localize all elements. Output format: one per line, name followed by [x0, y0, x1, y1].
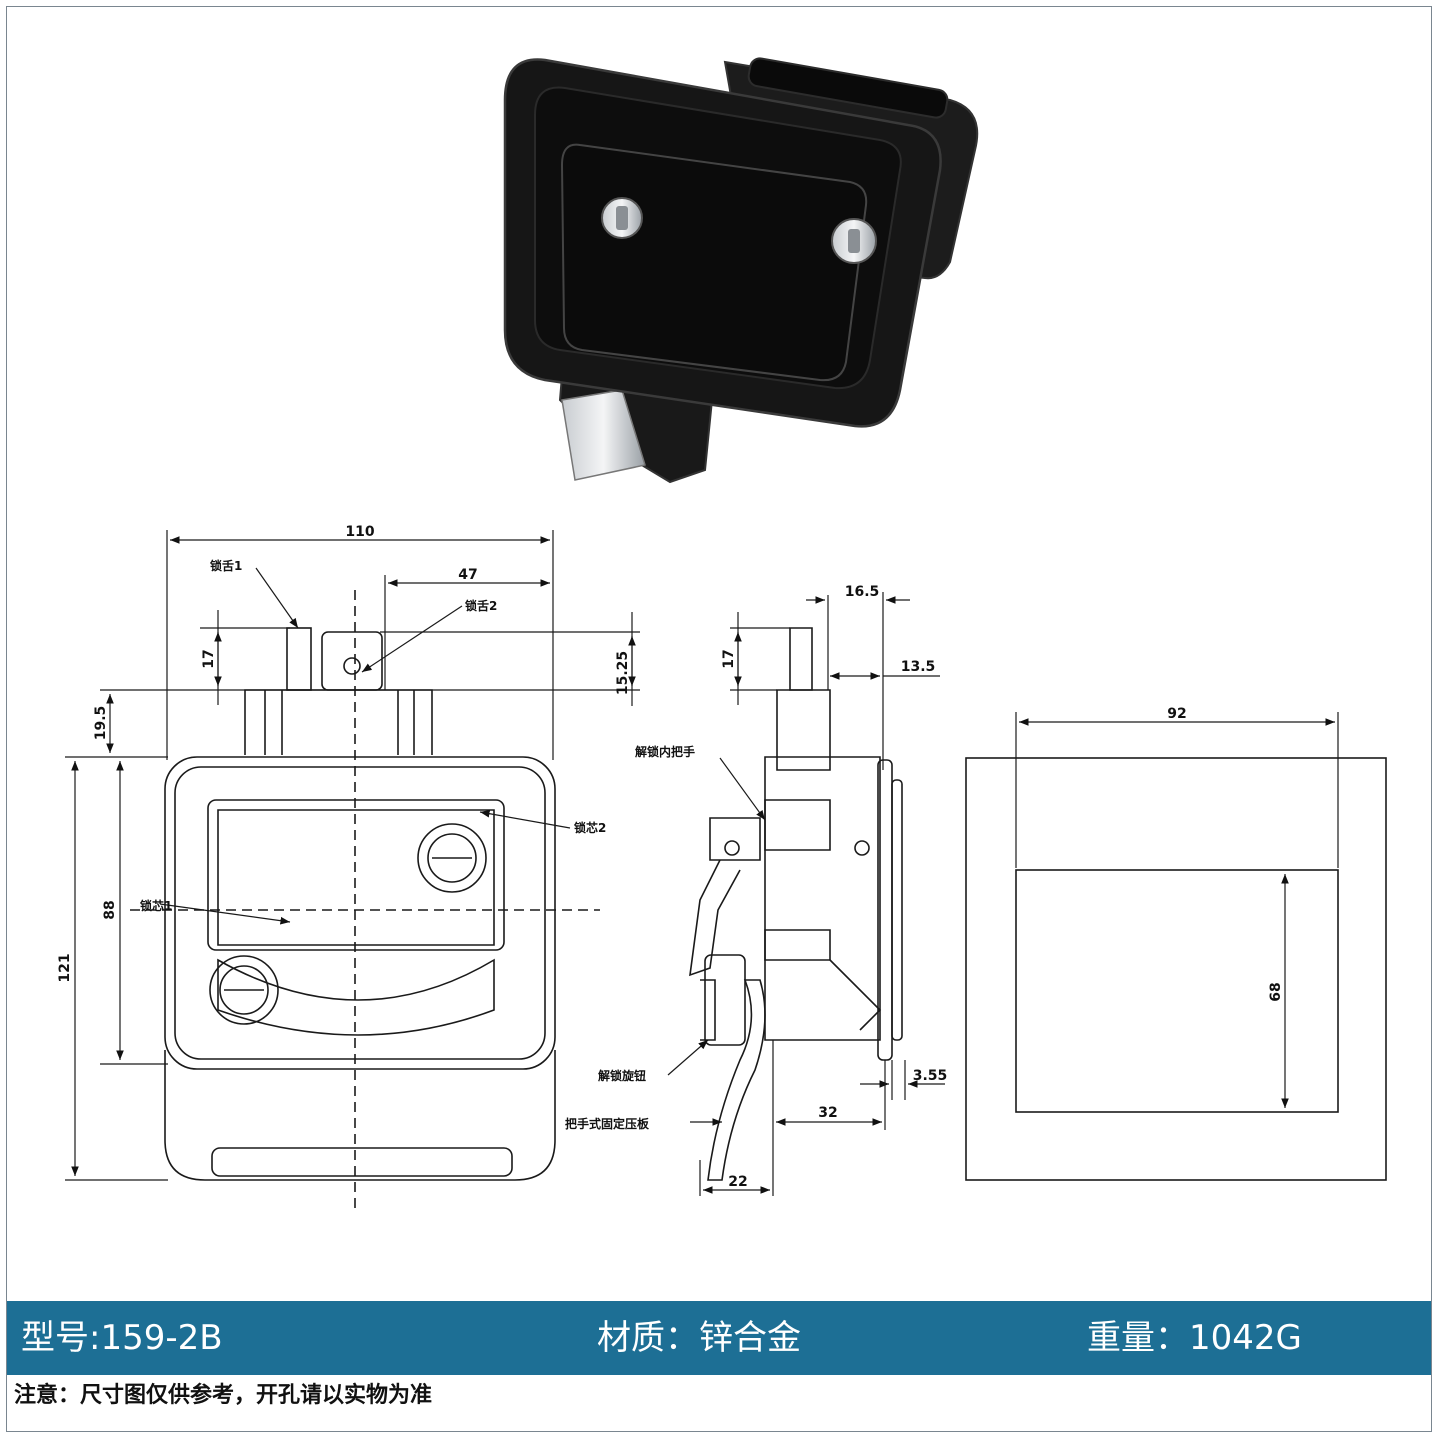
dim-68: 68	[1268, 982, 1284, 1001]
spec-bar: 型号:159-2B 材质：锌合金 重量：1042G	[7, 1301, 1431, 1375]
dim-3-55: 3.55	[913, 1068, 948, 1084]
front-view	[130, 590, 600, 1210]
spec-material: 材质：锌合金	[597, 1318, 801, 1358]
dim-17-front: 17	[201, 649, 217, 668]
dim-121: 121	[57, 953, 73, 982]
label-inner-handle: 解锁内把手	[635, 744, 695, 759]
dim-16-5: 16.5	[845, 584, 880, 600]
dim-92: 92	[1167, 706, 1186, 722]
dim-47: 47	[458, 567, 477, 583]
disclaimer-note: 注意：尺寸图仅供参考，开孔请以实物为准	[14, 1383, 433, 1408]
label-lock-core-2: 锁芯2	[574, 820, 606, 835]
dim-19-5: 19.5	[93, 706, 109, 741]
label-mounting-plate: 把手式固定压板	[565, 1116, 650, 1131]
label-bolt-1: 锁舌1	[210, 558, 242, 573]
dim-15-25: 15.25	[615, 651, 631, 695]
dim-22: 22	[728, 1174, 747, 1190]
dim-13-5: 13.5	[901, 659, 936, 675]
label-release-knob: 解锁旋钮	[598, 1068, 646, 1083]
front-dimensions	[65, 530, 640, 1181]
dim-88: 88	[102, 900, 118, 919]
spec-model: 型号:159-2B	[21, 1318, 223, 1358]
dim-32: 32	[818, 1105, 837, 1121]
dim-110: 110	[345, 524, 374, 540]
dim-17-side: 17	[721, 649, 737, 668]
technical-drawing: 110 47 17 15.25 19.5 88 121 16.5 17 13.5…	[57, 57, 1387, 1210]
cutout-view	[965, 757, 1387, 1181]
label-lock-core-1: 锁芯1	[140, 898, 172, 913]
product-photo	[503, 57, 979, 484]
spec-weight: 重量：1042G	[1087, 1318, 1302, 1358]
outer-frame	[6, 6, 1432, 1432]
label-bolt-2: 锁舌2	[465, 598, 497, 613]
side-dimensions	[667, 592, 945, 1196]
side-view	[689, 627, 903, 1181]
cutout-dimensions	[1015, 712, 1339, 1108]
